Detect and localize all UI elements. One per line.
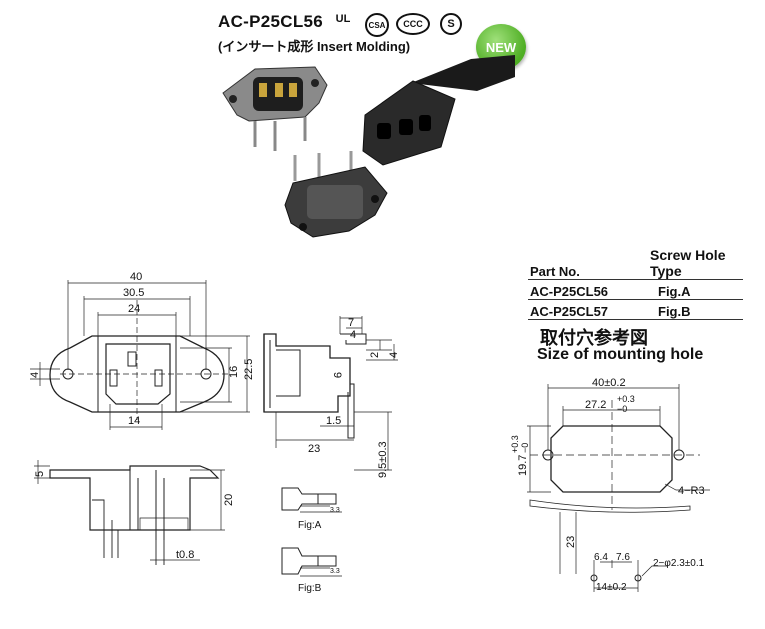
dim-height: 22.5 [243,359,255,380]
dim-inner-width: 27.2 [585,399,606,411]
dim-mount-width: 40±0.2 [592,377,626,389]
dim-pitch-b: 7.6 [616,552,630,563]
dim-step: 1.5 [326,415,341,427]
dim-height-tol-plus: +0.3 [510,435,520,453]
subtitle: (インサート成形 Insert Molding) [218,39,411,54]
fig-a-dim: 3.3 [330,507,340,514]
dim-mount-height: 19.7 [517,455,529,476]
dim-radius: 4−R3 [678,485,705,497]
dim-pin-len: 9.5±0.3 [377,441,389,478]
dim-body: 24 [128,303,140,315]
col-part-no: Part No. [530,264,580,279]
dim-top1: 7 [348,317,354,329]
csa-mark-icon: CSA [365,13,389,37]
dim-depth: 23 [308,443,320,455]
dim-hole-d: 4 [29,372,41,378]
mounting-hole-drawing [527,384,710,592]
table-header: Part No. Screw Hole Type [528,247,743,280]
ccc-mark-icon: CCC [396,13,430,35]
fig-b-dim: 3.3 [330,568,340,575]
dim-top2: 4 [350,329,356,341]
inlet-connector-bottom [284,151,388,238]
dim-small: 9 [331,372,343,378]
fig-a-detail [281,487,342,513]
dim-thickness: t0.8 [176,549,194,561]
dim-pin-hole: 2−φ2.3±0.1 [653,558,705,569]
dim-mount-depth: 23 [565,536,577,548]
front-view [30,280,250,430]
fig-b-detail [281,547,342,577]
dim-height-tol-minus: −0 [520,443,530,453]
type-cell: Fig.B [658,304,691,319]
mounting-title-cn: 取付穴参考図 [540,328,648,349]
ul-mark-icon: UL [335,13,351,25]
dim-h1: 2 [369,352,381,358]
part-table: Part No. Screw Hole Type AC-P25CL56 Fig.… [528,247,743,320]
mounting-title-en: Size of mounting hole [537,346,704,363]
model-title: AC-P25CL56 [218,12,324,31]
part-cell: AC-P25CL56 [530,284,609,299]
dim-pin-span: 14±0.2 [596,582,627,593]
dim-bottom-height: 20 [223,494,235,506]
cord-connector [362,55,515,166]
dim-inner-tol-minus: −0 [617,404,627,414]
dim-holes: 30.5 [123,287,144,299]
product-photo [222,55,515,238]
dim-body-h: 16 [228,366,240,378]
table-row: AC-P25CL56 Fig.A [528,280,743,300]
dim-overall: 40 [130,271,142,283]
fig-b-label: Fig:B [298,583,322,594]
col-screw-hole-type: Screw Hole Type [650,247,726,279]
side-view [263,316,398,471]
dim-flange: 5 [34,471,46,477]
fig-a-label: Fig:A [298,520,322,531]
inlet-connector-top [222,66,328,151]
type-cell: Fig.A [658,284,691,299]
table-row: AC-P25CL57 Fig.B [528,300,743,320]
dim-pins: 14 [128,415,140,427]
s-mark-icon: S [440,13,462,35]
dim-h2: 4 [388,352,400,358]
dim-inner-tol-plus: +0.3 [617,394,635,404]
dim-pitch-a: 6.4 [594,552,608,563]
part-cell: AC-P25CL57 [530,304,609,319]
bottom-view [34,460,225,565]
